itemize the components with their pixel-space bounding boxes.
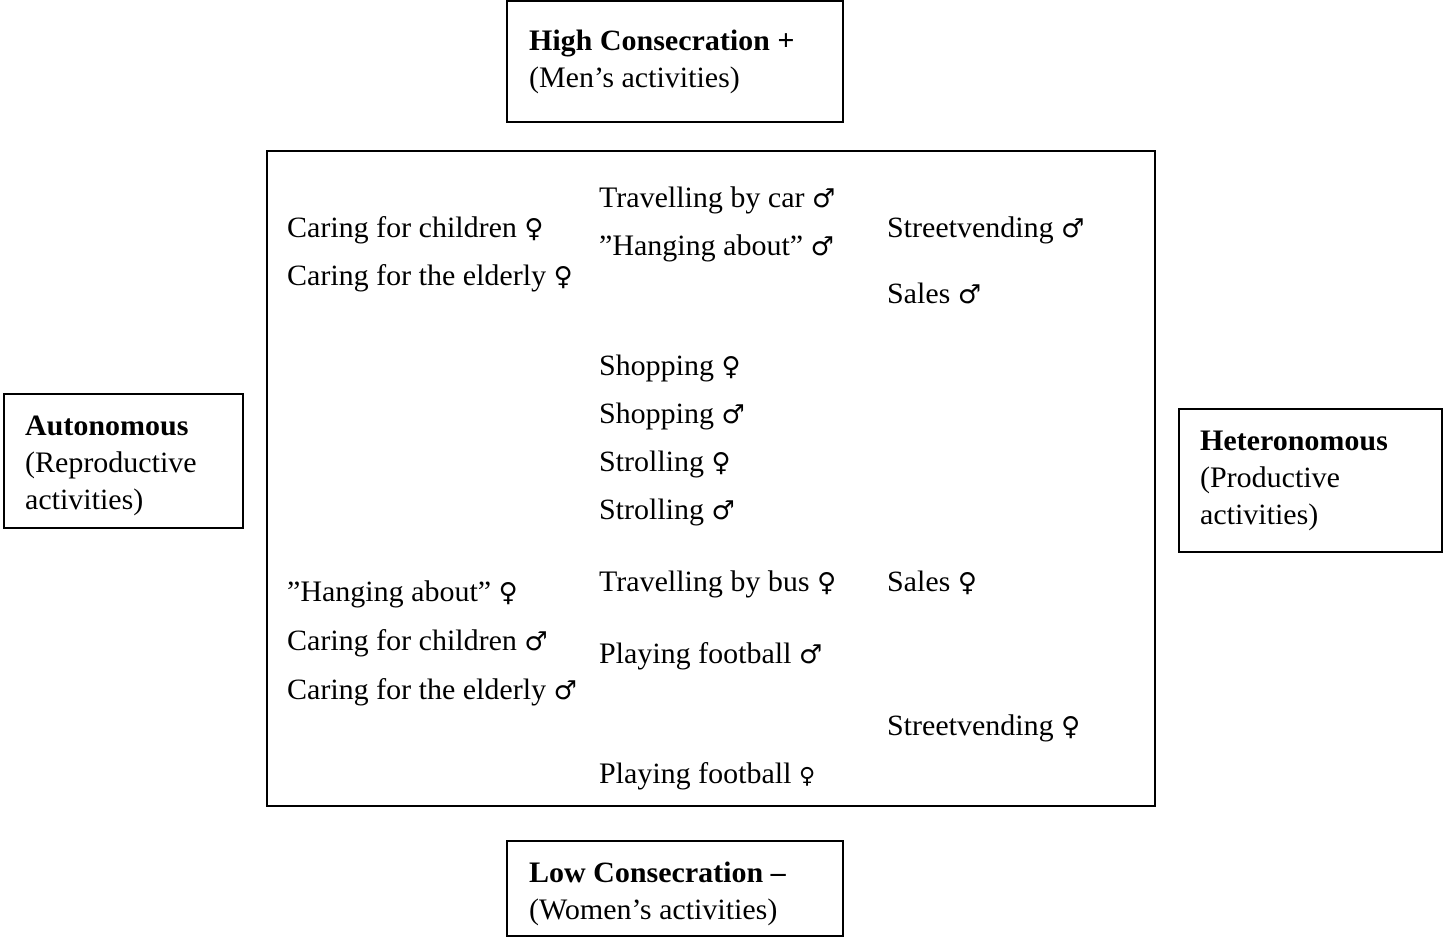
male-symbol-icon: ♂ [721,400,745,430]
activity-item: Playing football ♀ [599,756,815,795]
activity-label: Streetvending [887,211,1054,244]
activity-label: ”Hanging about” [599,229,804,262]
activity-item: Shopping ♂ [599,396,745,433]
low-consecration-title: Low Consecration – [529,856,786,889]
activity-label: Playing football [599,637,792,670]
activity-label: ”Hanging about” [287,575,492,608]
activity-label: Caring for children [287,211,517,244]
activity-label: Caring for children [287,624,517,657]
heteronomous-box: Heteronomous (Productive activities) [1178,408,1443,553]
high-consecration-box: High Consecration + (Men’s activities) [506,0,844,123]
activity-item: Strolling ♂ [599,492,735,529]
activity-item: ”Hanging about” ♂ [599,228,834,265]
activity-item: Sales ♀ [887,564,977,601]
male-symbol-icon: ♂ [810,232,834,262]
activity-item: Shopping ♀ [599,348,741,385]
activity-item: Strolling ♀ [599,444,731,481]
autonomous-subtitle: (Reproductive activities) [25,446,197,516]
activity-label: Sales [887,277,951,310]
activity-item: Caring for children ♂ [287,623,548,660]
activity-label: Caring for the elderly [287,673,547,706]
activity-item: Playing football ♂ [599,636,822,673]
male-symbol-icon: ♂ [812,184,836,214]
activity-item: ”Hanging about” ♀ [287,574,518,611]
activity-label: Playing football [599,757,792,790]
low-consecration-box: Low Consecration – (Women’s activities) [506,840,844,937]
low-consecration-subtitle: (Women’s activities) [529,893,778,926]
activity-item: Travelling by bus ♀ [599,564,836,601]
male-symbol-icon: ♂ [1061,214,1085,244]
high-consecration-subtitle: (Men’s activities) [529,61,740,94]
female-symbol-icon: ♀ [524,214,544,244]
heteronomous-title: Heteronomous [1200,424,1388,457]
activity-label: Strolling [599,493,705,526]
high-consecration-title: High Consecration + [529,24,795,57]
heteronomous-subtitle: (Productive activities) [1200,461,1340,531]
activity-item: Travelling by car ♂ [599,180,835,217]
male-symbol-icon: ♂ [957,280,982,310]
male-symbol-icon: ♂ [524,627,548,657]
activity-label: Travelling by car [599,181,805,214]
activity-field: Caring for children ♀ Caring for the eld… [266,150,1156,807]
activity-label: Shopping [599,349,715,382]
female-symbol-icon: ♀ [498,578,518,608]
male-symbol-icon: ♂ [711,496,735,526]
male-symbol-icon: ♂ [798,640,823,670]
female-symbol-icon: ♀ [957,568,977,598]
female-symbol-icon: ♀ [798,764,816,789]
activity-label: Sales [887,565,951,598]
activity-item: Streetvending ♂ [887,210,1084,247]
female-symbol-icon: ♀ [721,352,741,382]
activity-label: Strolling [599,445,705,478]
activity-item: Sales ♂ [887,276,981,313]
activity-item: Caring for children ♀ [287,210,543,247]
female-symbol-icon: ♀ [553,262,573,292]
activity-label: Travelling by bus [599,565,810,598]
female-symbol-icon: ♀ [817,568,837,598]
activity-label: Caring for the elderly [287,259,547,292]
activity-item: Streetvending ♀ [887,708,1080,745]
autonomous-title: Autonomous [25,409,189,442]
activity-label: Shopping [599,397,715,430]
activity-item: Caring for the elderly ♂ [287,672,577,709]
autonomous-box: Autonomous (Reproductive activities) [3,393,244,529]
female-symbol-icon: ♀ [711,448,731,478]
male-symbol-icon: ♂ [553,676,577,706]
activity-label: Streetvending [887,709,1054,742]
activity-item: Caring for the elderly ♀ [287,258,573,295]
female-symbol-icon: ♀ [1061,712,1081,742]
